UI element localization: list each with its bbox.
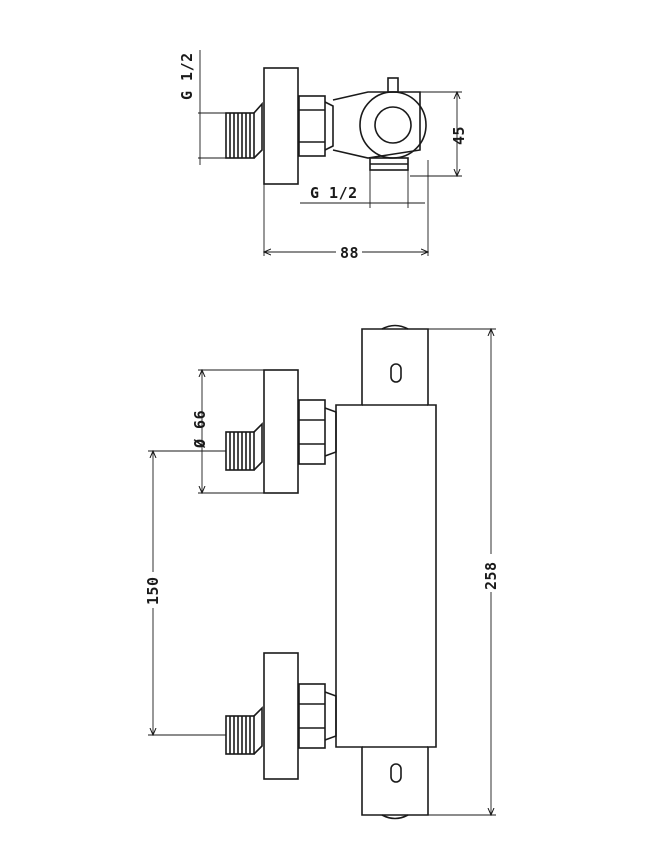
top-height-label: 45: [450, 126, 468, 145]
top-inlet-thread: [225, 101, 263, 159]
front-upper-inlet: [225, 369, 337, 494]
top-flange: [263, 67, 299, 185]
top-outlet-dim: G 1/2: [300, 170, 425, 208]
top-body: [332, 77, 427, 171]
top-depth-dim: 88: [264, 160, 428, 262]
front-lower-inlet: [225, 652, 337, 780]
top-inlet-dim: G 1/2: [178, 50, 226, 165]
front-flange-diameter-label: Ø 66: [191, 410, 209, 449]
top-depth-label: 88: [340, 244, 359, 262]
front-total-height-label: 258: [482, 561, 500, 590]
top-inlet-thread-label: G 1/2: [178, 52, 196, 100]
front-view: Ø 66 150 258: [143, 324, 501, 820]
front-flange-dim: Ø 66: [191, 370, 264, 493]
front-inlet-spacing-label: 150: [144, 576, 162, 605]
front-spacing-dim: 150: [143, 451, 226, 735]
top-outlet-thread-label: G 1/2: [310, 184, 358, 202]
top-view: G 1/2 45 G 1/2 88: [178, 50, 468, 262]
front-body: [335, 324, 437, 820]
top-hex-nut: [298, 95, 334, 157]
front-height-dim: 258: [428, 329, 501, 815]
top-height-dim: 45: [410, 92, 468, 176]
